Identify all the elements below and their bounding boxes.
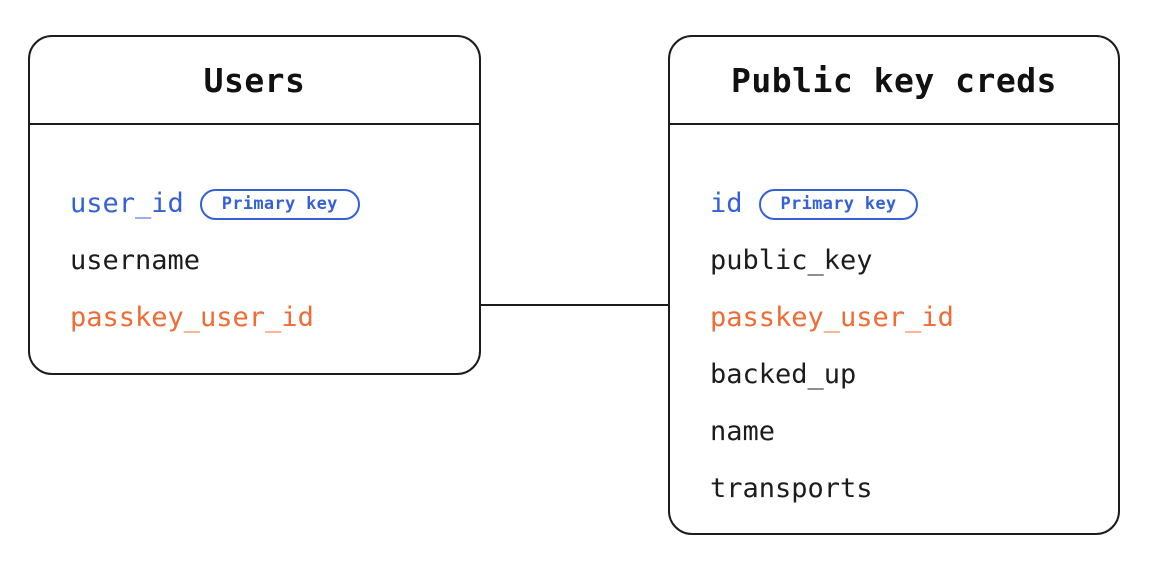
field-name-username: username [70,245,201,276]
field-row[interactable]: backed_up [710,358,856,392]
entity-public-key-creds-header: Public key creds [670,37,1118,125]
relationship-connector-line [479,304,670,306]
entity-public-key-creds-title: Public key creds [731,60,1057,100]
field-name-passkey-user-id: passkey_user_id [70,302,314,333]
field-row[interactable]: name [710,415,775,449]
primary-key-badge: Primary key [199,188,360,220]
field-row[interactable]: public_key [710,244,873,278]
field-row[interactable]: id Primary key [710,187,919,221]
entity-users-title: Users [203,60,306,100]
primary-key-badge-label: Primary key [780,194,897,214]
field-name-id: id [710,188,743,219]
field-row[interactable]: username [70,244,200,278]
field-row[interactable]: user_id Primary key [70,187,360,221]
entity-public-key-creds[interactable]: Public key creds id Primary key public_k… [668,35,1120,535]
field-name-transports: transports [710,473,873,504]
field-row[interactable]: passkey_user_id [70,301,314,335]
field-name-user-id: user_id [70,188,184,219]
entity-users-header: Users [30,37,479,125]
field-row[interactable]: passkey_user_id [710,301,954,335]
field-row[interactable]: transports [710,472,873,506]
field-name-backed-up: backed_up [710,359,857,390]
entity-users[interactable]: Users user_id Primary key username passk… [28,35,481,375]
primary-key-badge: Primary key [758,188,919,220]
field-name-name: name [710,416,776,447]
field-name-public-key: public_key [710,245,873,276]
primary-key-badge-label: Primary key [221,194,338,214]
field-name-passkey-user-id: passkey_user_id [710,302,954,333]
